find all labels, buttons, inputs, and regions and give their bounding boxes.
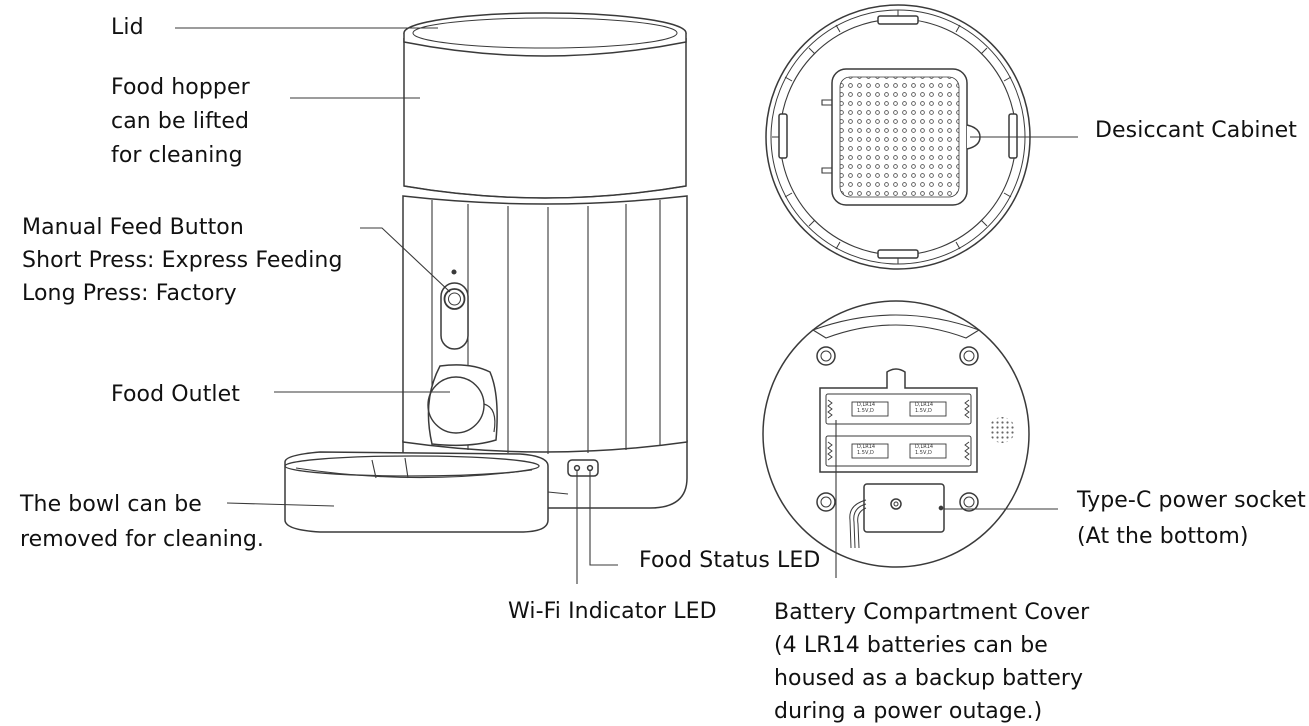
label-type-c-power-socket: Type-C power socket (At the bottom) — [1077, 488, 1306, 549]
speaker-grille — [989, 417, 1015, 443]
leader-lines — [175, 27, 1078, 584]
food-hopper — [403, 38, 687, 199]
bowl — [284, 451, 549, 533]
battery-marking-top-left: D,LR14 1.5V,D — [857, 402, 876, 414]
label-food-hopper: Food hopper can be lifted for cleaning — [111, 75, 250, 168]
label-desiccant-cabinet: Desiccant Cabinet — [1095, 118, 1298, 143]
leader-bowl — [226, 502, 335, 507]
type-c-socket-cover — [863, 483, 945, 533]
leader-food-status — [589, 470, 618, 566]
label-manual-feed-button: Manual Feed Button Short Press: Express … — [22, 215, 343, 306]
feeder-body — [284, 12, 688, 533]
battery-marking-bottom-right: D,LR14 1.5V,D — [915, 444, 934, 456]
battery-marking-bottom-left: D,LR14 1.5V,D — [857, 444, 876, 456]
label-wifi-indicator-led: Wi-Fi Indicator LED — [508, 599, 717, 624]
label-food-outlet: Food Outlet — [111, 382, 241, 407]
led-panel — [567, 459, 599, 477]
screw-holes — [816, 346, 979, 512]
label-bowl: The bowl can be removed for cleaning. — [20, 492, 265, 552]
label-food-status-led: Food Status LED — [639, 548, 821, 573]
label-battery-compartment-cover: Battery Compartment Cover (4 LR14 batter… — [774, 600, 1090, 724]
manual-feed-button — [443, 288, 466, 310]
leader-manual-feed — [360, 227, 451, 293]
label-lid: Lid — [111, 15, 144, 40]
battery-compartment — [819, 368, 978, 473]
lid-rim — [403, 33, 687, 57]
bottom-view — [762, 300, 1030, 568]
top-view — [765, 4, 1031, 270]
battery-marking-top-right: D,LR14 1.5V,D — [915, 402, 934, 414]
